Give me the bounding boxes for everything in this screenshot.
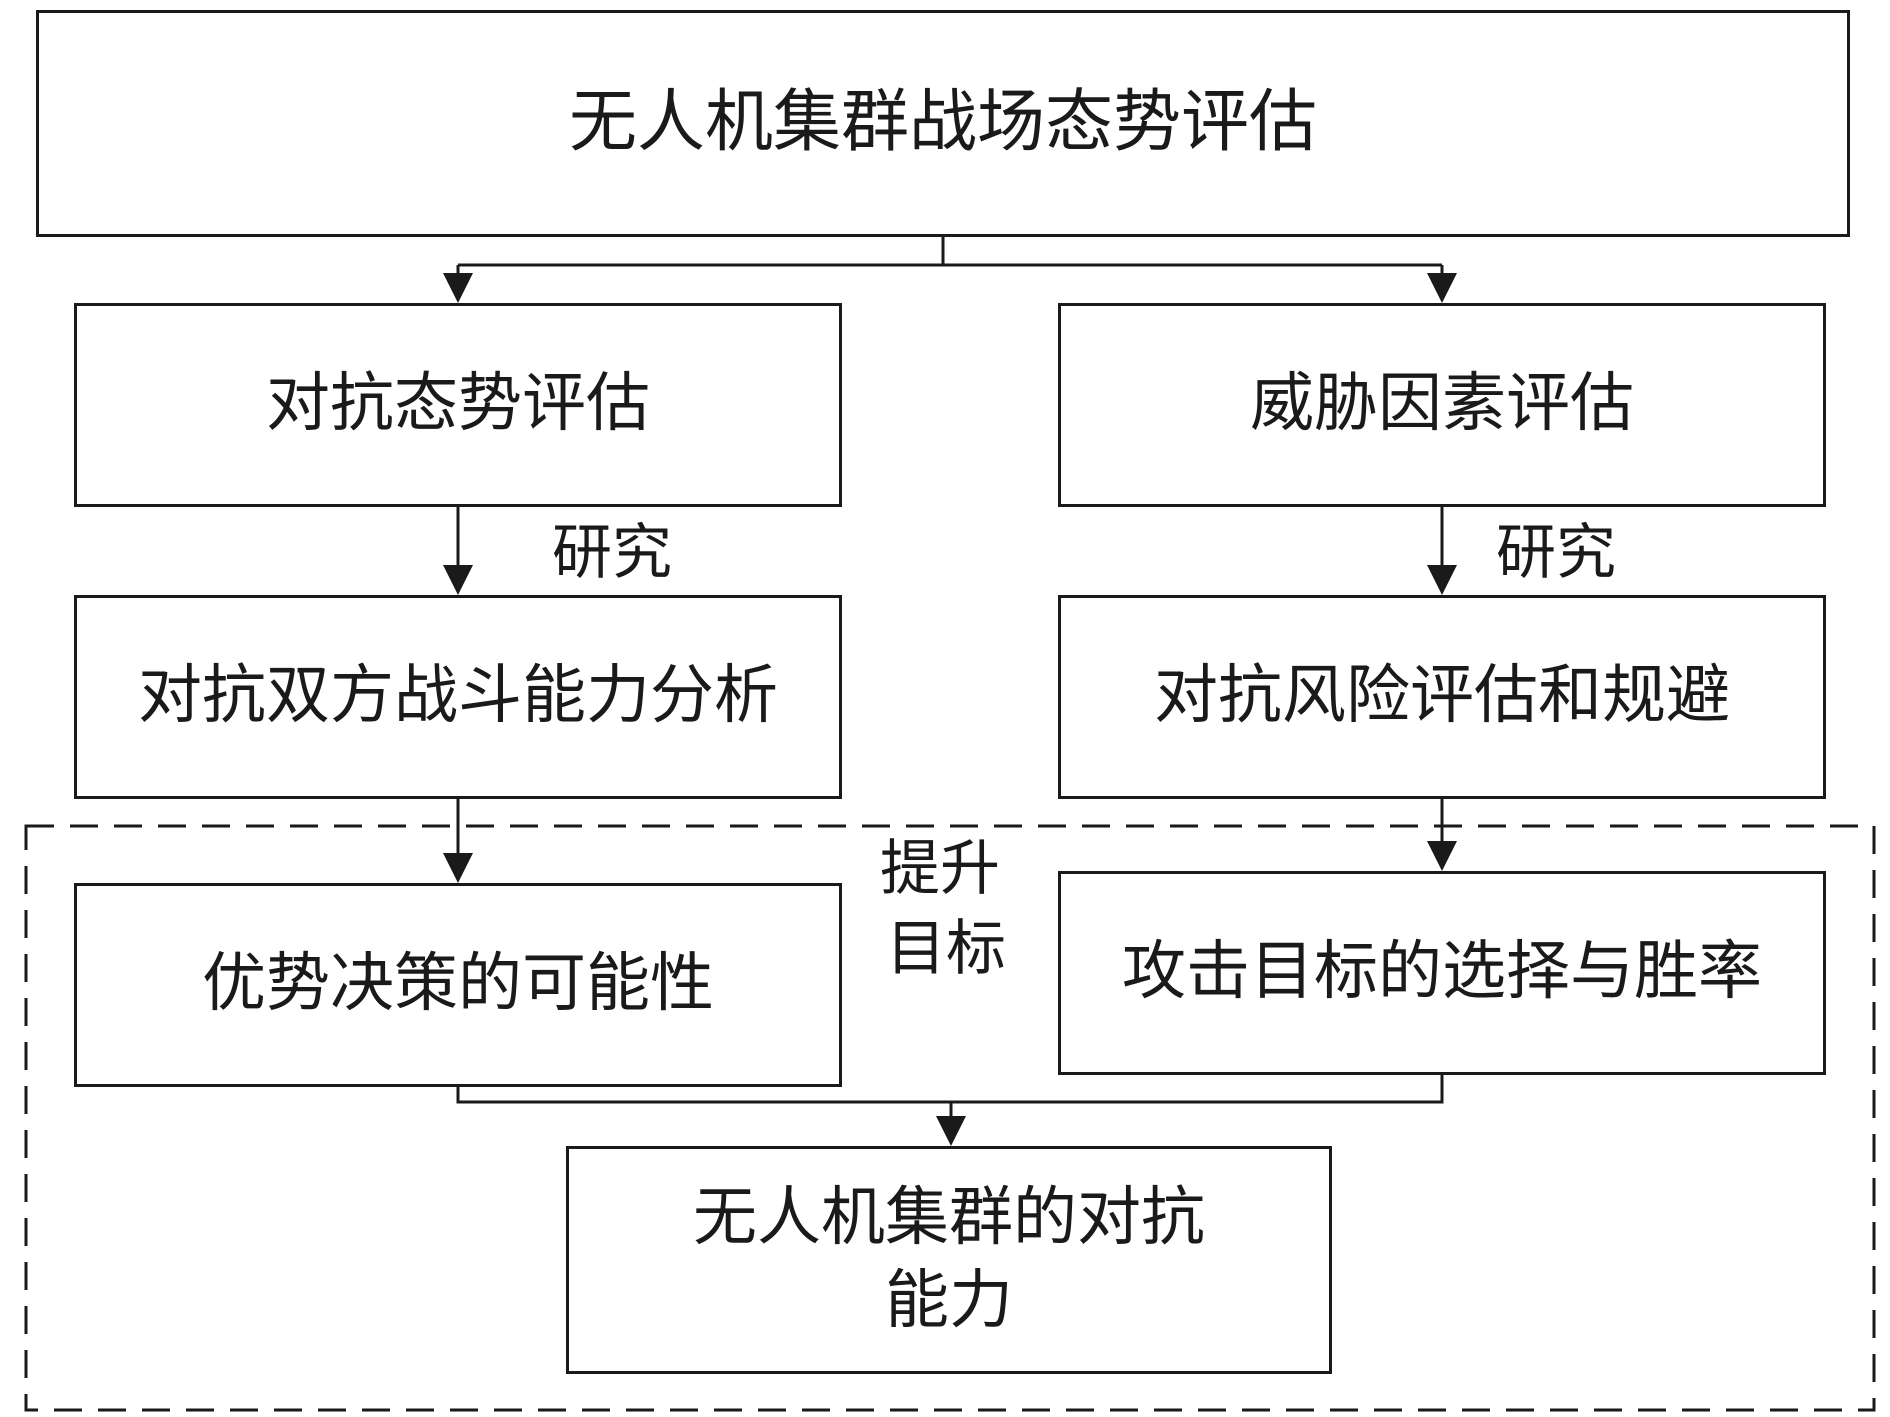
node-target-selection-win-rate: 攻击目标的选择与胜率	[1058, 871, 1826, 1075]
node-label: 对抗风险评估和规避	[1154, 659, 1730, 734]
node-label: 对抗态势评估	[266, 367, 650, 442]
node-risk-assessment-avoidance: 对抗风险评估和规避	[1058, 595, 1826, 799]
node-threat-factor-assessment: 威胁因素评估	[1058, 303, 1826, 507]
node-label-line1: 无人机集群的对抗	[693, 1180, 1205, 1255]
node-advantage-decision-possibility: 优势决策的可能性	[74, 883, 842, 1087]
node-label: 威胁因素评估	[1250, 367, 1634, 442]
node-label: 优势决策的可能性	[202, 947, 714, 1022]
top-split-line	[458, 237, 1442, 267]
dashed-group-label-line1: 提升	[880, 834, 1000, 904]
node-battlefield-situation-assessment: 无人机集群战场态势评估	[36, 10, 1850, 237]
node-label-line2: 能力	[885, 1264, 1013, 1338]
node-label: 攻击目标的选择与胜率	[1122, 935, 1762, 1010]
node-swarm-confrontation-capability: 无人机集群的对抗 能力	[566, 1146, 1332, 1374]
node-combat-capability-analysis: 对抗双方战斗能力分析	[74, 595, 842, 799]
node-label: 对抗双方战斗能力分析	[138, 659, 778, 734]
edge-label-research-right: 研究	[1496, 518, 1616, 588]
edge-label-research-left: 研究	[552, 518, 672, 588]
node-label: 无人机集群战场态势评估	[568, 83, 1317, 163]
dashed-group-label-line2: 目标	[886, 914, 1006, 984]
node-confrontation-situation-assessment: 对抗态势评估	[74, 303, 842, 507]
dashed-group-border	[24, 824, 1876, 1412]
